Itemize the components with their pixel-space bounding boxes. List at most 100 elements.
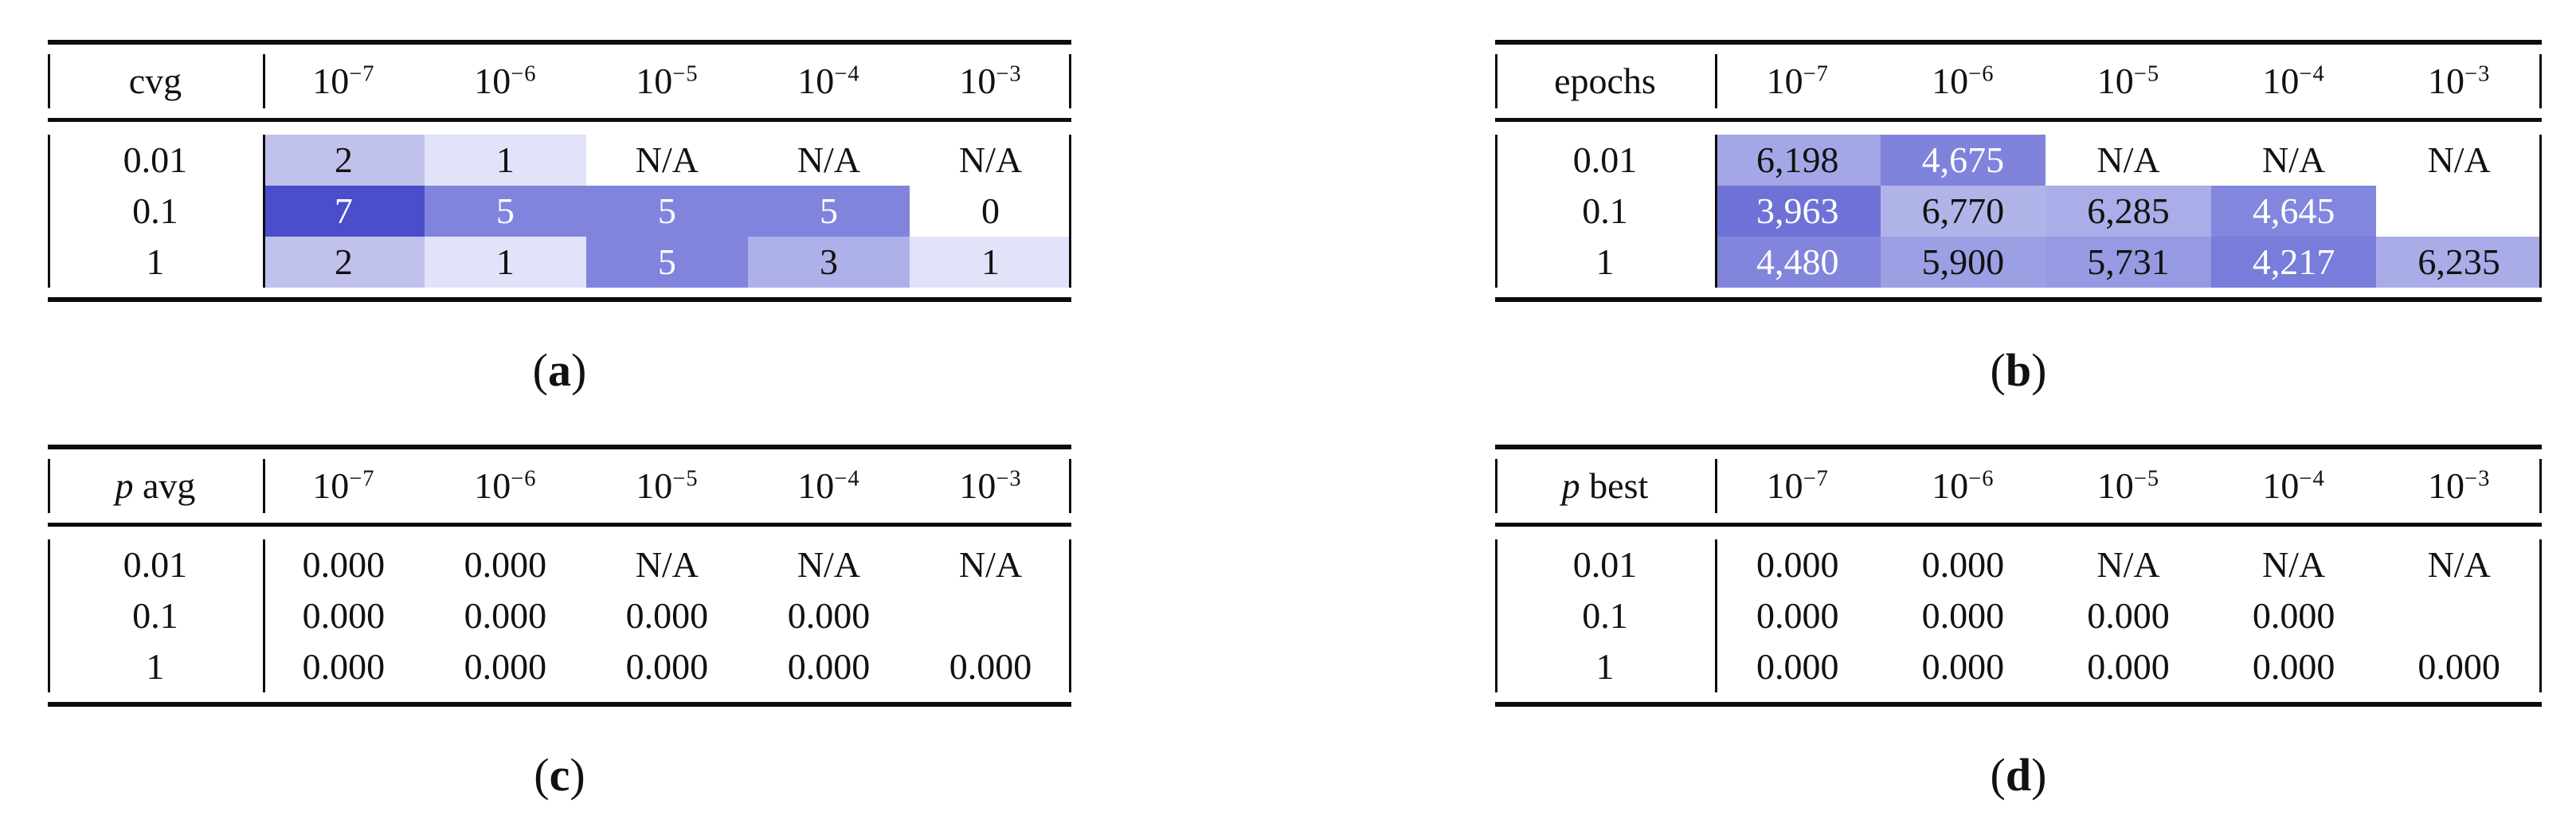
table-title: p best — [1561, 465, 1649, 506]
row-label: 1 — [146, 646, 165, 687]
row-label: 0.1 — [1582, 190, 1628, 231]
table-row: 1 0.000 0.000 0.000 0.000 0.000 — [48, 641, 1071, 692]
heatmap-cell: 5 — [747, 186, 910, 237]
vertical-divider — [1495, 135, 1497, 288]
value-cell: 0.000 — [2046, 590, 2211, 641]
vertical-divider — [262, 54, 265, 108]
table-row: 0.1 3,963 6,770 6,285 4,645 — [1495, 186, 2542, 237]
table-epochs: epochs 10−7 10−6 10−5 10−4 10−3 0.01 6,1… — [1495, 40, 2542, 302]
header-row: p best 10−7 10−6 10−5 10−4 10−3 — [1495, 449, 2542, 523]
value-cell: N/A — [2210, 539, 2377, 590]
caption-d: (d) — [1990, 749, 2047, 801]
bottom-rule — [48, 702, 1071, 707]
vertical-divider — [2539, 135, 2542, 288]
vertical-divider — [262, 135, 265, 288]
bottom-rule — [1495, 702, 2542, 707]
panel-d: p best 10−7 10−6 10−5 10−4 10−3 0.01 0.0… — [1495, 445, 2542, 801]
value-cell: N/A — [585, 539, 748, 590]
value-cell: 0.000 — [1714, 539, 1881, 590]
column-header: 10−5 — [636, 61, 699, 101]
row-label: 0.01 — [1572, 139, 1638, 180]
table-p-best: p best 10−7 10−6 10−5 10−4 10−3 0.01 0.0… — [1495, 445, 2542, 707]
row-label: 0.01 — [123, 139, 188, 180]
top-rule — [48, 445, 1071, 449]
top-rule — [1495, 445, 2542, 449]
header-row: cvg 10−7 10−6 10−5 10−4 10−3 — [48, 45, 1071, 118]
value-cell: 0.000 — [2046, 641, 2211, 692]
value-cell: 0.000 — [2210, 641, 2377, 692]
header-rule — [48, 118, 1071, 122]
column-header: 10−7 — [312, 465, 375, 506]
heatmap-cell: 6,770 — [1880, 186, 2046, 237]
heatmap-cell — [2376, 186, 2542, 237]
column-header: 10−4 — [797, 465, 860, 506]
column-header: 10−3 — [2428, 61, 2491, 101]
vertical-divider — [1714, 539, 1717, 692]
table-title: p avg — [115, 465, 196, 506]
value-cell: N/A — [2376, 539, 2542, 590]
heatmap-cell: 2 — [262, 135, 425, 186]
vertical-divider — [2539, 539, 2542, 692]
row-label: 0.1 — [132, 595, 178, 636]
column-header: 10−6 — [1932, 61, 1995, 101]
column-header: 10−3 — [959, 465, 1022, 506]
header-row: epochs 10−7 10−6 10−5 10−4 10−3 — [1495, 45, 2542, 118]
value-cell: N/A — [909, 539, 1071, 590]
value-cell: 0.000 — [262, 590, 425, 641]
caption-b: (b) — [1990, 344, 2047, 396]
value-cell: 0.000 — [424, 641, 586, 692]
caption-a: (a) — [532, 344, 587, 396]
heatmap-cell: 3 — [747, 237, 910, 288]
value-cell — [909, 590, 1071, 641]
table-row: 0.01 0.000 0.000 N/A N/A N/A — [1495, 539, 2542, 590]
vertical-divider — [2539, 54, 2542, 108]
vertical-divider — [48, 539, 50, 692]
table-title: cvg — [128, 61, 182, 101]
row-label: 1 — [1595, 241, 1615, 282]
column-header: 10−5 — [636, 465, 699, 506]
column-header: 10−4 — [797, 61, 860, 101]
vertical-divider — [2539, 459, 2542, 513]
heatmap-cell: 6,235 — [2376, 237, 2542, 288]
column-header: 10−3 — [2428, 465, 2491, 506]
value-cell: 0.000 — [2210, 590, 2377, 641]
value-cell: 0.000 — [909, 641, 1071, 692]
value-cell: 0.000 — [585, 641, 748, 692]
heatmap-cell: N/A — [909, 135, 1071, 186]
heatmap-cell: 1 — [424, 135, 586, 186]
table-body: 0.01 2 1 N/A N/A N/A 0.1 7 5 5 5 0 1 2 1… — [48, 135, 1071, 288]
heatmap-cell: 3,963 — [1714, 186, 1881, 237]
column-header: 10−7 — [1766, 465, 1829, 506]
top-rule — [48, 40, 1071, 45]
vertical-divider — [48, 54, 50, 108]
table-row: 0.1 0.000 0.000 0.000 0.000 — [48, 590, 1071, 641]
column-header: 10−5 — [2096, 465, 2160, 506]
row-label: 0.1 — [132, 190, 178, 231]
vertical-divider — [48, 459, 50, 513]
heatmap-cell: 6,285 — [2046, 186, 2211, 237]
vertical-divider — [1495, 459, 1497, 513]
panel-a: cvg 10−7 10−6 10−5 10−4 10−3 0.01 2 1 N/… — [48, 40, 1071, 396]
value-cell: 0.000 — [1880, 590, 2046, 641]
vertical-divider — [1495, 539, 1497, 692]
vertical-divider — [1069, 54, 1071, 108]
header-rule — [1495, 118, 2542, 122]
column-header: 10−7 — [312, 61, 375, 101]
column-header: 10−3 — [959, 61, 1022, 101]
vertical-divider — [1069, 459, 1071, 513]
value-cell: 0.000 — [1880, 539, 2046, 590]
value-cell: N/A — [747, 539, 910, 590]
heatmap-cell: N/A — [2210, 135, 2377, 186]
value-cell: 0.000 — [262, 539, 425, 590]
heatmap-cell: 4,675 — [1880, 135, 2046, 186]
heatmap-cell: 4,217 — [2210, 237, 2377, 288]
row-label: 0.01 — [123, 544, 188, 585]
vertical-divider — [1069, 135, 1071, 288]
vertical-divider — [262, 459, 265, 513]
row-label: 0.01 — [1572, 544, 1638, 585]
value-cell: 0.000 — [424, 539, 586, 590]
top-rule — [1495, 40, 2542, 45]
table-row: 0.1 7 5 5 5 0 — [48, 186, 1071, 237]
heatmap-cell: 5 — [424, 186, 586, 237]
